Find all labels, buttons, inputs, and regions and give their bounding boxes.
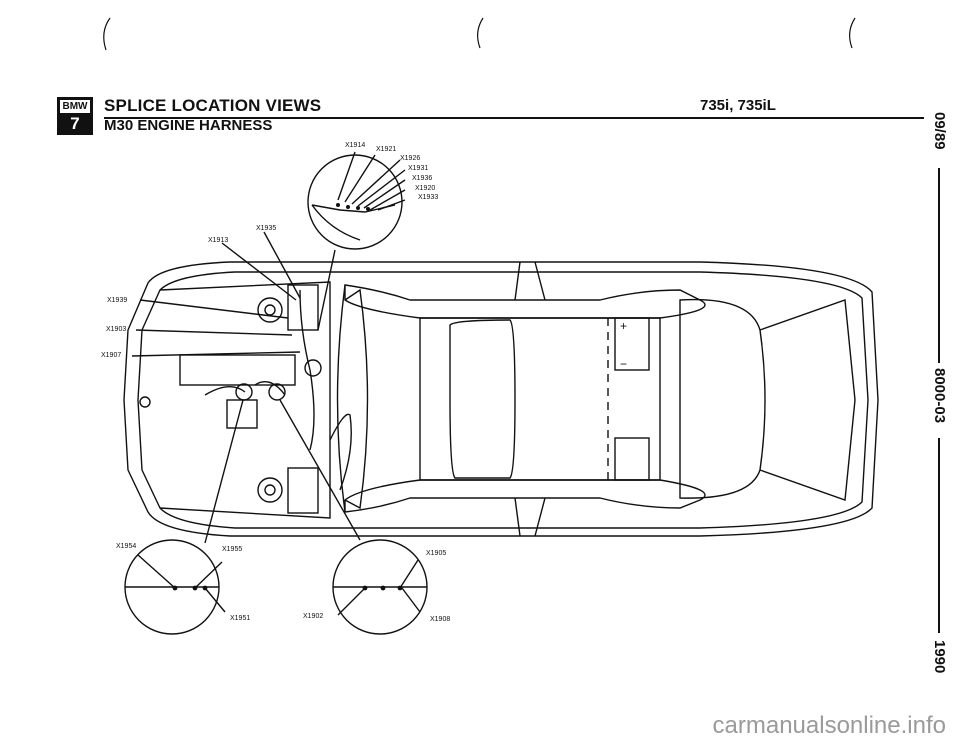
br-pointer [279, 399, 361, 541]
trunk-box [614, 437, 650, 481]
harness-branches [204, 381, 286, 396]
detail-circle-top [307, 154, 403, 250]
mirror-bottom [514, 497, 546, 537]
bmw-logo-text: BMW [59, 99, 91, 114]
watermark: carmanualsonline.info [712, 712, 946, 739]
label-x1903: X1903 [106, 326, 126, 333]
splice-dot [202, 585, 208, 591]
wiper-blade [329, 413, 352, 491]
label-x1926: X1926 [400, 155, 420, 162]
strut-mount-top [257, 297, 283, 323]
battery-minus: − [620, 357, 627, 371]
relay-box-bottom [287, 467, 319, 514]
splice-dot [336, 203, 340, 207]
label-x1933: X1933 [418, 194, 438, 201]
leader-x1913 [221, 242, 297, 301]
leader-x1907 [131, 351, 301, 357]
label-x1921: X1921 [376, 146, 396, 153]
splice-dot [172, 585, 178, 591]
label-x1914: X1914 [345, 142, 365, 149]
leader-x1903 [135, 329, 293, 336]
engine-block [179, 354, 296, 386]
margin-rule-1 [938, 168, 940, 363]
model-label: 735i, 735iL [700, 97, 776, 114]
label-x1936: X1936 [412, 175, 432, 182]
detail-top-wire [311, 204, 396, 213]
label-x1935: X1935 [256, 225, 276, 232]
relay-box-top [287, 284, 319, 331]
splice-dot [192, 585, 198, 591]
battery-plus: + [620, 319, 627, 333]
car-body-inner [137, 271, 869, 529]
leader-x1935 [263, 231, 301, 299]
header-rule [104, 117, 924, 119]
splice-dot [380, 585, 386, 591]
series-number: 7 [70, 114, 80, 133]
windshield-bottom [344, 479, 706, 513]
label-x1954: X1954 [116, 543, 136, 550]
label-x1908: X1908 [430, 616, 450, 623]
bl-pointer [204, 399, 244, 544]
mirror-top [514, 261, 546, 301]
label-x1931: X1931 [408, 165, 428, 172]
engine-compartment [159, 281, 331, 519]
label-x1902: X1902 [303, 613, 323, 620]
harness-main [299, 289, 315, 451]
label-x1920: X1920 [415, 185, 435, 192]
label-x1907: X1907 [101, 352, 121, 359]
splice-marker-2 [268, 383, 286, 401]
splice-marker-3 [304, 359, 322, 377]
sunroof [449, 319, 516, 479]
page-title: SPLICE LOCATION VIEWS [104, 96, 322, 115]
margin-rule-2 [938, 438, 940, 633]
detail-top-wire-2 [311, 204, 361, 241]
top-leaders [337, 151, 406, 211]
label-x1951: X1951 [230, 615, 250, 622]
splice-dot [366, 207, 370, 211]
battery-box [614, 317, 650, 371]
leader-x1939 [139, 299, 289, 319]
label-x1955: X1955 [222, 546, 242, 553]
strut-mount-bottom [257, 477, 283, 503]
page-subtitle: M30 ENGINE HARNESS [104, 117, 273, 134]
bmw-7-series-logo: BMW 7 [57, 97, 93, 135]
label-x1913: X1913 [208, 237, 228, 244]
splice-dot [346, 205, 350, 209]
splice-dot [362, 585, 368, 591]
dashboard [344, 288, 369, 510]
sensor-circle [139, 396, 151, 408]
splice-dot [356, 206, 360, 210]
rear-window [679, 298, 766, 499]
br-leaders [337, 559, 421, 616]
windshield-top [344, 284, 706, 319]
label-x1905: X1905 [426, 550, 446, 557]
splice-marker-1 [235, 383, 253, 401]
car-body-outline [123, 261, 879, 537]
label-x1939: X1939 [107, 297, 127, 304]
bl-leaders [137, 554, 226, 613]
trunk-lid [759, 299, 856, 501]
detail-top-pointer [317, 249, 336, 331]
splice-dot [397, 585, 403, 591]
roof-panel [419, 317, 661, 481]
